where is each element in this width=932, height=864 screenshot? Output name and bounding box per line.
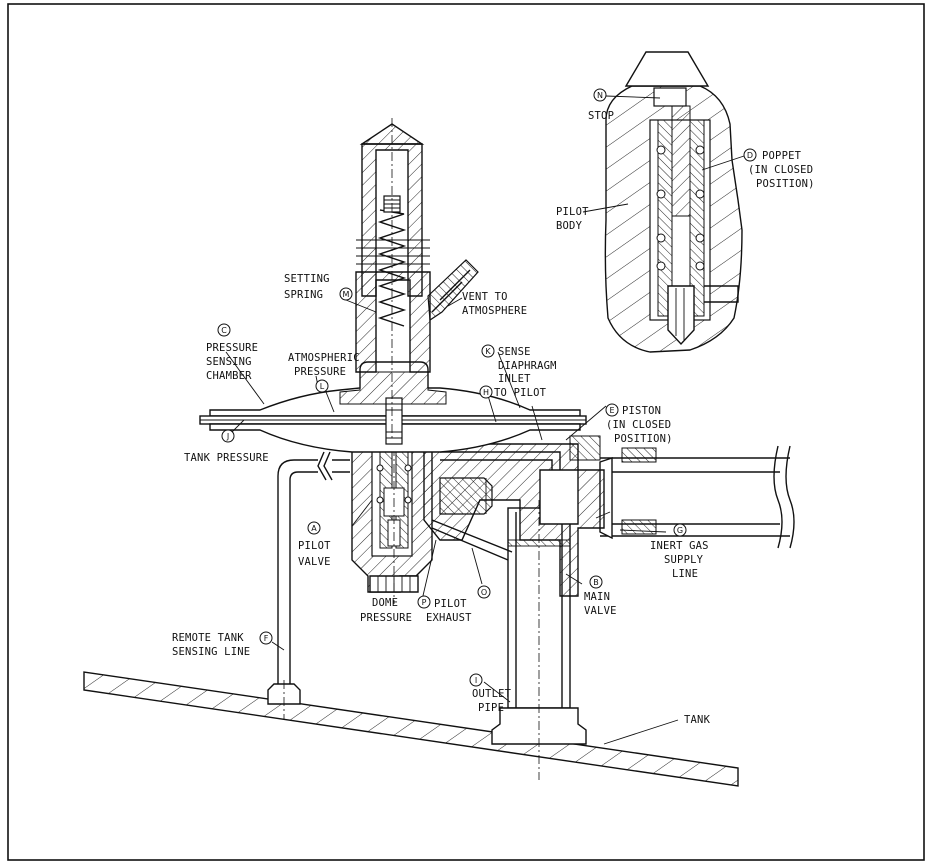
- label-poppet-1: POPPET: [762, 150, 802, 162]
- diaphragm-housing: [199, 361, 587, 453]
- label-piston-2: (IN CLOSED: [606, 419, 671, 431]
- marker-n-text: N: [597, 91, 603, 100]
- label-remote-sensing-2: SENSING LINE: [172, 646, 250, 658]
- label-inlet-1: INLET: [498, 373, 531, 385]
- label-inert-gas-2: SUPPLY: [664, 554, 704, 566]
- marker-F: F: [259, 631, 273, 645]
- label-piston-1: PISTON: [622, 405, 661, 417]
- marker-h-text: H: [483, 388, 489, 397]
- marker-O: O: [477, 585, 491, 599]
- marker-B: B: [589, 575, 603, 589]
- label-dome-pressure-1: DOME: [372, 597, 398, 609]
- marker-c-text: C: [221, 326, 227, 335]
- marker-D: D: [743, 148, 757, 162]
- detail-inset: [604, 51, 743, 353]
- label-vent-1: VENT TO: [462, 291, 508, 303]
- label-pilot-valve-2: VALVE: [298, 556, 331, 568]
- main-valve-body: [423, 435, 605, 597]
- label-sense-diaphragm-2: DIAPHRAGM: [498, 360, 557, 372]
- label-outlet-pipe-1: OUTLET: [472, 688, 512, 700]
- label-main-valve-1: MAIN: [584, 591, 610, 603]
- label-pilot-body-2: BODY: [556, 220, 583, 232]
- inert-gas-supply-line: [599, 445, 795, 549]
- label-tank: TANK: [684, 714, 711, 726]
- label-poppet-2: (IN CLOSED: [748, 164, 813, 176]
- marker-P: P: [417, 595, 431, 609]
- label-piston-3: POSITION): [614, 433, 673, 445]
- marker-M: M: [339, 287, 353, 301]
- label-setting-spring-2: SPRING: [284, 289, 323, 301]
- marker-E: E: [605, 403, 619, 417]
- marker-I: I: [469, 673, 483, 687]
- label-pressure-sensing-1: PRESSURE: [206, 342, 258, 354]
- label-remote-sensing-1: REMOTE TANK: [172, 632, 244, 644]
- pilot-valve-body: [351, 430, 433, 604]
- label-atmospheric-2: PRESSURE: [294, 366, 346, 378]
- marker-a-text: A: [311, 524, 317, 533]
- label-main-valve-2: VALVE: [584, 605, 617, 617]
- marker-f-text: F: [264, 634, 269, 643]
- marker-G: G: [673, 523, 687, 537]
- marker-A: A: [307, 521, 321, 535]
- label-inert-gas-1: INERT GAS: [650, 540, 709, 552]
- marker-N: N: [593, 88, 607, 102]
- label-dome-pressure-2: PRESSURE: [360, 612, 412, 624]
- label-pressure-sensing-2: SENSING: [206, 356, 252, 368]
- tank-wall: [83, 671, 739, 787]
- label-pilot-body-1: PILOT: [556, 206, 589, 218]
- marker-K: K: [481, 344, 495, 358]
- label-pilot-exhaust-1: PILOT: [434, 598, 467, 610]
- label-pilot-valve-1: PILOT: [298, 540, 331, 552]
- label-vent-2: ATMOSPHERE: [462, 305, 527, 317]
- label-setting-spring-1: SETTING: [284, 273, 330, 285]
- marker-l-text: L: [320, 382, 325, 391]
- marker-j-text: J: [226, 432, 229, 441]
- marker-k-text: K: [485, 347, 491, 356]
- label-sense-diaphragm-1: SENSE: [498, 346, 531, 358]
- marker-p-text: P: [422, 598, 427, 607]
- label-stop: STOP: [588, 110, 614, 122]
- marker-C: C: [217, 323, 231, 337]
- label-poppet-3: POSITION): [756, 178, 815, 190]
- marker-d-text: D: [747, 151, 753, 160]
- label-inlet-2: TO PILOT: [494, 387, 547, 399]
- marker-H: H: [479, 385, 493, 399]
- marker-g-text: G: [677, 526, 683, 535]
- label-pilot-exhaust-2: EXHAUST: [426, 612, 472, 624]
- label-atmospheric-1: ATMOSPHERIC: [288, 352, 360, 364]
- spring-bonnet: [355, 118, 479, 440]
- marker-m-text: M: [343, 290, 350, 299]
- label-tank-pressure: TANK PRESSURE: [184, 452, 269, 464]
- label-pressure-sensing-3: CHAMBER: [206, 370, 252, 382]
- marker-e-text: E: [609, 406, 614, 415]
- leader-lines: [225, 95, 745, 745]
- label-inert-gas-3: LINE: [672, 568, 698, 580]
- marker-L: L: [315, 379, 329, 393]
- outer-border: [7, 3, 925, 861]
- marker-b-text: B: [593, 578, 599, 587]
- label-outlet-pipe-2: PIPE: [478, 702, 504, 714]
- remote-sensing-line: [267, 451, 350, 720]
- marker-i-text: I: [475, 676, 477, 685]
- marker-o-text: O: [481, 588, 487, 597]
- marker-J: J: [221, 429, 235, 443]
